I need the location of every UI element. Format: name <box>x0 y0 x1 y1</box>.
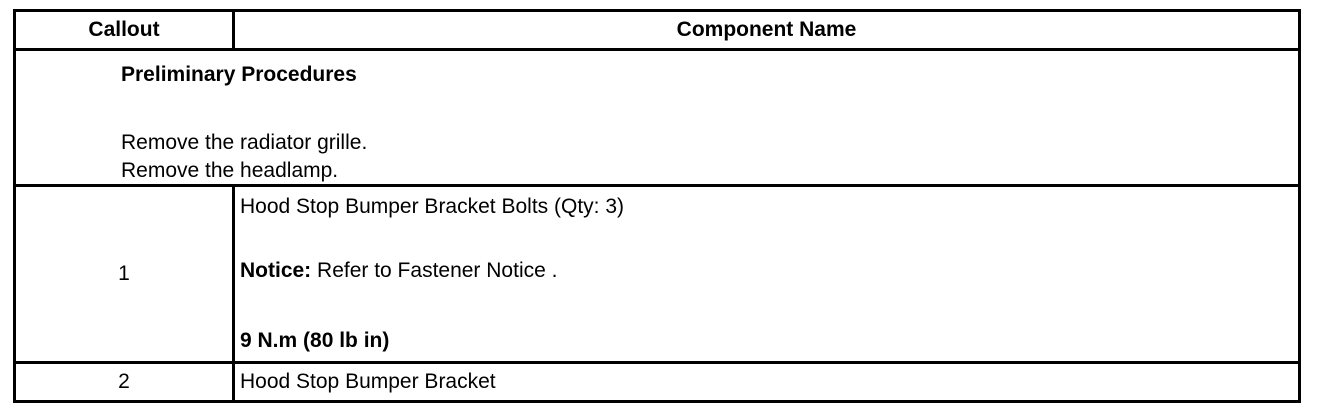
preliminary-step: Remove the headlamp. <box>121 159 339 182</box>
header-row: Callout Component Name <box>13 9 1301 51</box>
parts-table: Callout Component Name Preliminary Proce… <box>13 9 1301 403</box>
callout-header: Callout <box>13 9 235 51</box>
callout-number: 1 <box>13 184 235 364</box>
notice-line: Notice: Refer to Fastener Notice . <box>240 257 1298 285</box>
component-name-header: Component Name <box>232 9 1301 51</box>
component-name: Hood Stop Bumper Bracket <box>232 361 1301 403</box>
table-row: 1 Hood Stop Bumper Bracket Bolts (Qty: 3… <box>13 184 1301 364</box>
torque-spec: 9 N.m (80 lb in) <box>240 329 390 352</box>
notice-label: Notice: <box>240 259 312 282</box>
component-name: Hood Stop Bumper Bracket Bolts (Qty: 3) <box>240 195 624 218</box>
callout-number: 2 <box>13 361 235 403</box>
preliminary-cell: Preliminary Procedures Remove the radiat… <box>13 48 1301 187</box>
preliminary-step: Remove the radiator grille. <box>121 131 368 154</box>
notice-text: Refer to Fastener Notice . <box>311 259 558 282</box>
preliminary-row: Preliminary Procedures Remove the radiat… <box>13 48 1301 187</box>
component-cell: Hood Stop Bumper Bracket Bolts (Qty: 3) … <box>232 184 1301 364</box>
preliminary-title: Preliminary Procedures <box>121 63 357 86</box>
table-row: 2 Hood Stop Bumper Bracket <box>13 361 1301 403</box>
